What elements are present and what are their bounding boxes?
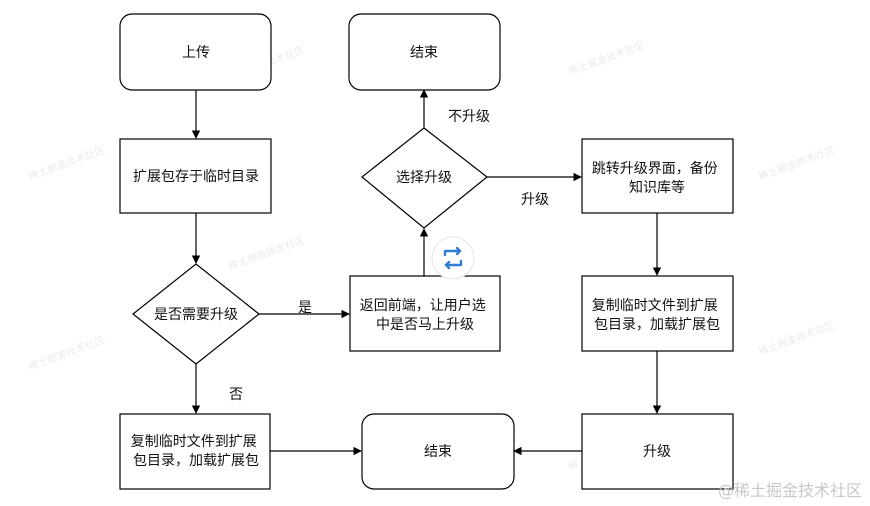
svg-text:稀土掘金技术社区: 稀土掘金技术社区 — [567, 38, 647, 78]
node-need-upgrade-diamond — [132, 263, 260, 365]
node-copy-load-right-line-1: 复制临时文件到扩展 — [592, 297, 718, 314]
node-copy-load-right-label: 复制临时文件到扩展 包目录，加载扩展包 — [592, 297, 722, 333]
node-return-frontend-box — [349, 275, 501, 352]
svg-text:稀土掘金技术社区: 稀土掘金技术社区 — [27, 333, 107, 373]
node-end-top-box — [348, 13, 501, 91]
edge-label-upgrade: 升级 — [521, 192, 549, 208]
node-upgrade-box — [581, 413, 734, 490]
swap-icon[interactable] — [431, 236, 475, 280]
node-upload-label: 上传 — [182, 45, 210, 61]
node-copy-load-left-line-2: 包目录，加载扩展包 — [133, 453, 259, 469]
background-watermarks: 稀土掘金技术社区 稀土掘金技术社区 稀土掘金技术社区 稀土掘金技术社区 稀土掘金… — [27, 38, 837, 473]
node-labels: 上传 扩展包存于临时目录 是否需要升级 复制临时文件到扩展 包目录，加载扩展包 … — [131, 45, 722, 469]
connectors — [191, 89, 662, 456]
node-return-frontend-label: 返回前端，让用户选 中是否马上升级 — [360, 297, 490, 333]
node-copy-load-right-box — [581, 275, 734, 352]
shapes — [119, 13, 734, 490]
node-jump-backup-box — [581, 138, 734, 214]
node-jump-backup-label: 跳转升级界面，备份 知识库等 — [592, 160, 722, 196]
node-jump-backup-line-1: 跳转升级界面，备份 — [592, 160, 718, 177]
node-store-temp-label: 扩展包存于临时目录 — [133, 169, 259, 185]
node-copy-load-left-line-1: 复制临时文件到扩展 — [131, 433, 257, 450]
node-copy-load-right-line-2: 包目录，加载扩展包 — [594, 317, 720, 333]
node-upgrade-label: 升级 — [643, 444, 671, 460]
edge-label-no-upgrade: 不升级 — [448, 109, 490, 125]
node-jump-backup-line-2: 知识库等 — [629, 179, 685, 196]
svg-text:稀土掘金技术社区: 稀土掘金技术社区 — [27, 143, 107, 183]
svg-text:稀土掘金技术社区: 稀土掘金技术社区 — [757, 318, 837, 358]
svg-text:稀土掘金技术社区: 稀土掘金技术社区 — [227, 233, 307, 273]
node-return-frontend-line-2: 中是否马上升级 — [376, 317, 474, 333]
node-copy-load-left-label: 复制临时文件到扩展 包目录，加载扩展包 — [131, 433, 261, 469]
node-end-bottom-label: 结束 — [424, 444, 452, 460]
node-need-upgrade-label: 是否需要升级 — [154, 307, 238, 323]
node-return-frontend-line-1: 返回前端，让用户选 — [360, 297, 486, 314]
svg-text:稀土掘金技术社区: 稀土掘金技术社区 — [757, 143, 837, 183]
node-copy-load-left-box — [119, 413, 271, 490]
node-choose-upgrade-label: 选择升级 — [396, 170, 452, 186]
node-end-bottom-box — [361, 413, 515, 490]
edge-labels: 是 否 不升级 升级 — [229, 109, 549, 403]
edge-label-yes: 是 — [298, 300, 312, 316]
watermark-text: @稀土掘金技术社区 — [717, 481, 862, 500]
node-choose-upgrade-diamond — [361, 127, 488, 229]
edge-label-no: 否 — [229, 387, 243, 403]
node-end-top-label: 结束 — [410, 45, 438, 61]
node-upload-box — [119, 13, 272, 91]
node-store-temp-box — [119, 138, 272, 214]
